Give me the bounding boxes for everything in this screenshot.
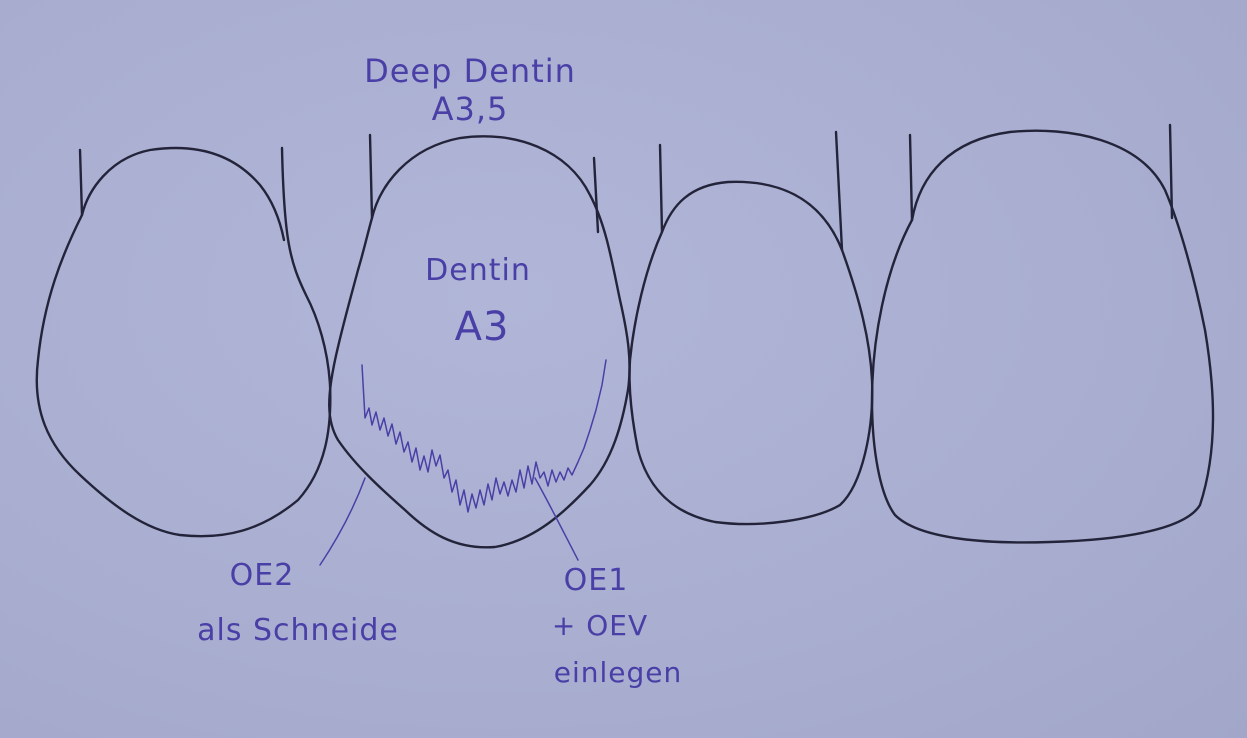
oe1-label: OE1	[564, 563, 629, 598]
tooth-3	[628, 130, 874, 526]
oe2-label: OE2	[230, 558, 295, 593]
oe2-note: als Schneide	[197, 613, 399, 648]
deep-dentin-title: Deep Dentin	[364, 52, 576, 90]
dentin-shade: A3	[455, 304, 510, 350]
tooth-2	[319, 133, 631, 566]
deep-dentin-shade: A3,5	[432, 90, 509, 128]
dentin-title: Dentin	[425, 253, 531, 288]
tooth-1	[35, 146, 332, 538]
oev-action: einlegen	[554, 656, 683, 689]
tooth-4	[870, 123, 1215, 544]
oev-note: + OEV	[552, 609, 648, 642]
